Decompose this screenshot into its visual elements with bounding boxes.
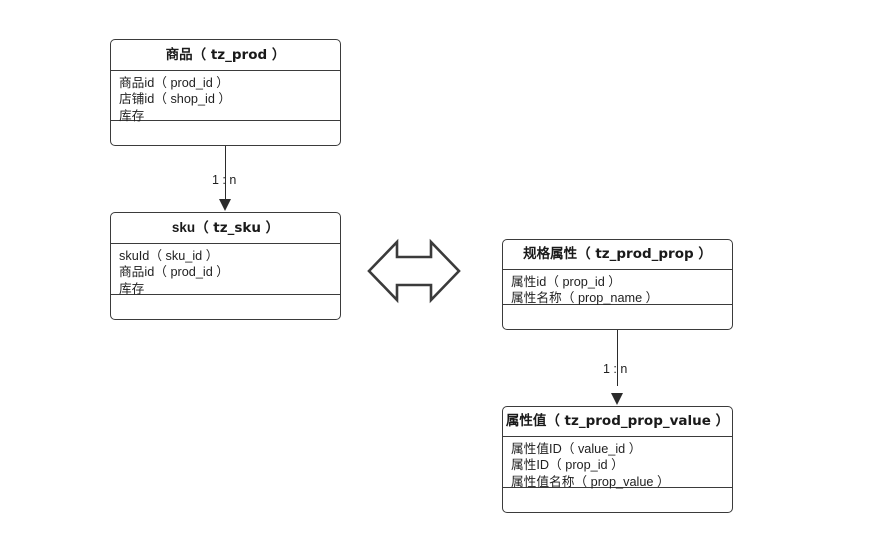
entity-fields-tz-prod-prop: 属性id（ prop_id ） 属性名称（ prop_name ）	[503, 270, 732, 305]
entity-fields-tz-sku: skuId（ sku_id ） 商品id（ prod_id ） 库存	[111, 244, 340, 296]
field-row: 库存	[119, 108, 145, 123]
double-headed-arrow-icon	[366, 236, 462, 306]
field-row: 属性值ID（ value_id ）	[511, 442, 642, 456]
connector-label-prop-to-propvalue: 1 : n	[603, 362, 628, 376]
entity-tz-prod-prop[interactable]: 规格属性（ tz_prod_prop ） 属性id（ prop_id ） 属性名…	[502, 239, 733, 330]
entity-title-tz-prod-prop-value: 属性值（ tz_prod_prop_value ）	[503, 407, 732, 437]
entity-methods-tz-sku	[111, 295, 340, 319]
field-row: 属性名称（ prop_name ）	[511, 291, 659, 306]
entity-title-name: 规格属性	[523, 246, 578, 262]
entity-methods-tz-prod-prop	[503, 305, 732, 329]
field-row: 商品id（ prod_id ）	[119, 76, 229, 90]
entity-tz-sku[interactable]: sku（ tz_sku ） skuId（ sku_id ） 商品id（ prod…	[110, 212, 341, 320]
field-row: 属性id（ prop_id ）	[511, 275, 621, 289]
entity-title-name: 属性值	[505, 413, 547, 429]
entity-title-tz-sku: sku（ tz_sku ）	[111, 213, 340, 244]
entity-title-tz-prod: 商品（ tz_prod ）	[111, 40, 340, 71]
entity-tz-prod-prop-value[interactable]: 属性值（ tz_prod_prop_value ） 属性值ID（ value_i…	[502, 406, 733, 513]
connector-line	[617, 330, 618, 386]
arrow-head-icon	[218, 199, 231, 211]
entity-fields-tz-prod: 商品id（ prod_id ） 店铺id（ shop_id ） 库存	[111, 71, 340, 123]
connector-label-prod-to-sku: 1 : n	[212, 173, 237, 187]
field-row: 属性ID（ prop_id ）	[511, 458, 624, 473]
entity-tz-prod[interactable]: 商品（ tz_prod ） 商品id（ prod_id ） 店铺id（ shop…	[110, 39, 341, 146]
entity-title-table: （ tz_prod_prop_value ）	[546, 413, 730, 430]
field-row: 店铺id（ shop_id ）	[119, 92, 232, 107]
entity-title-table: （ tz_prod_prop ）	[577, 246, 712, 263]
field-row: 库存	[119, 281, 145, 296]
entity-title-name: sku	[171, 219, 196, 235]
field-row: 商品id（ prod_id ）	[119, 265, 229, 280]
connector-line	[225, 146, 226, 201]
entity-fields-tz-prod-prop-value: 属性值ID（ value_id ） 属性ID（ prop_id ） 属性值名称（…	[503, 437, 732, 489]
arrow-head-icon	[610, 393, 623, 405]
entity-methods-tz-prod-prop-value	[503, 488, 732, 512]
field-row: 属性值名称（ prop_value ）	[511, 474, 670, 489]
entity-title-tz-prod-prop: 规格属性（ tz_prod_prop ）	[503, 240, 732, 270]
entity-title-name: 商品	[165, 46, 193, 62]
field-row: skuId（ sku_id ）	[119, 249, 219, 263]
entity-title-table: （ tz_prod ）	[192, 46, 286, 63]
entity-title-table: （ tz_sku ）	[195, 219, 280, 236]
entity-methods-tz-prod	[111, 121, 340, 145]
